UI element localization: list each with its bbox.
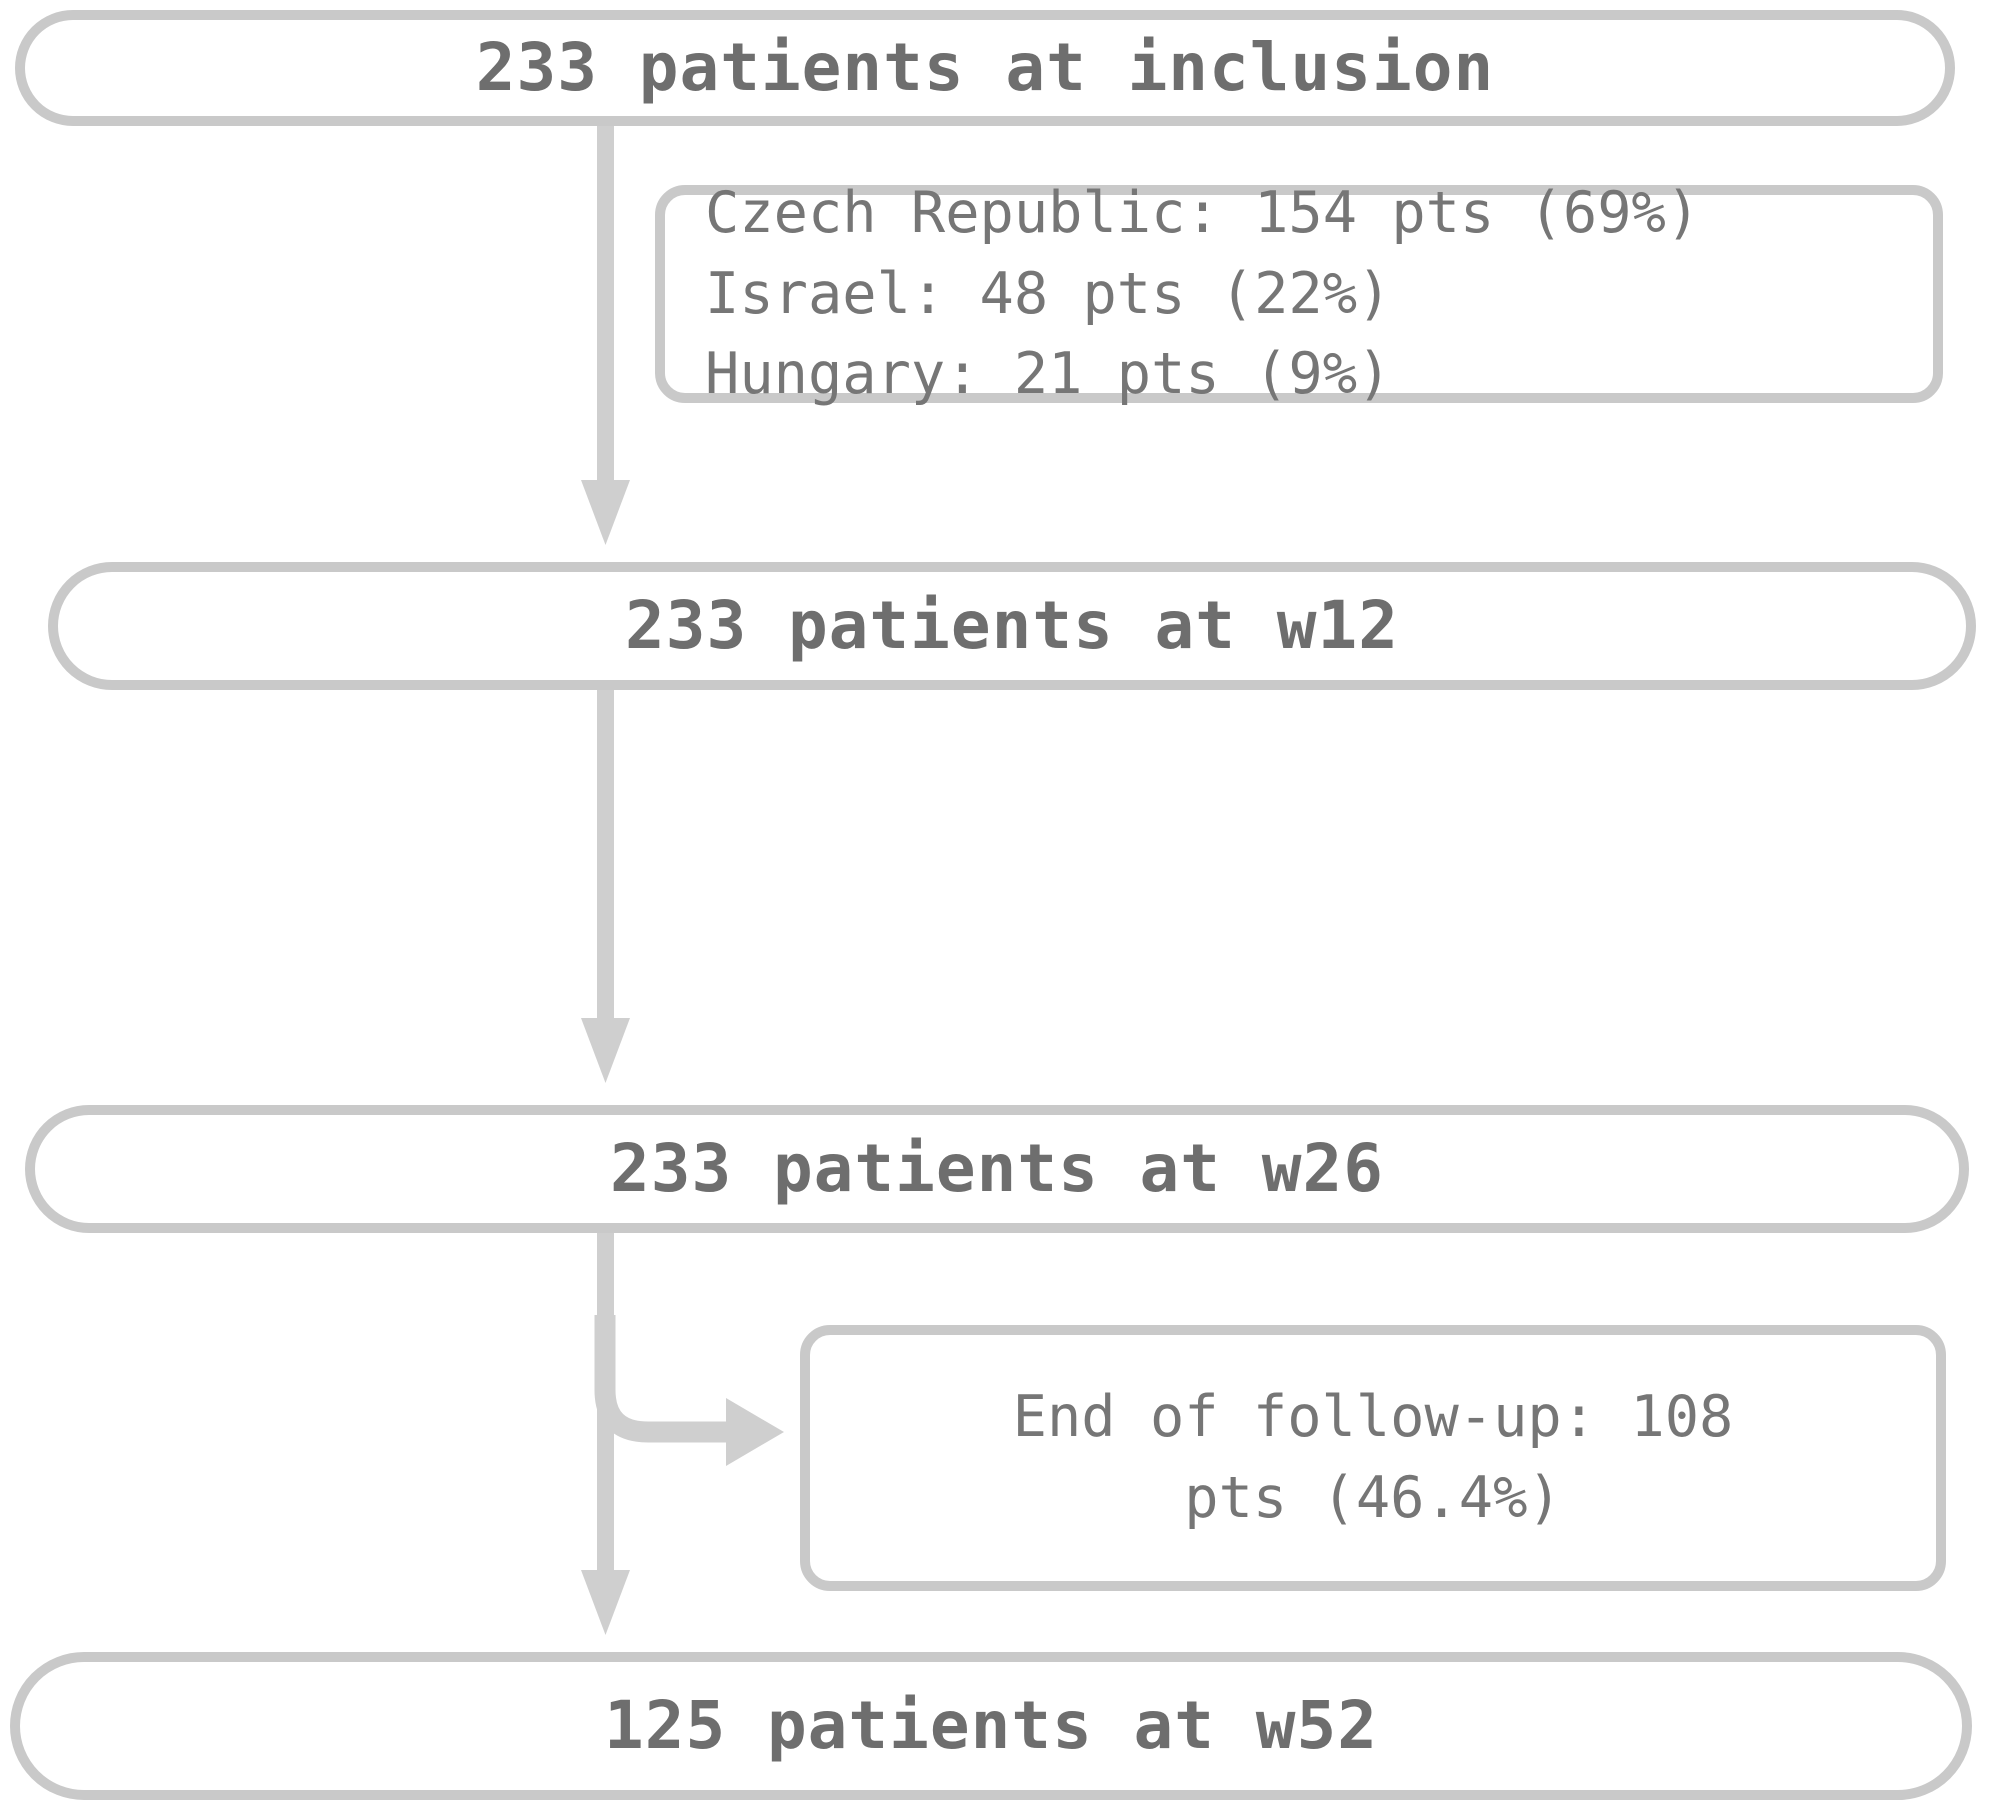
node-inclusion[interactable]: 233 patients at inclusion	[15, 10, 1955, 126]
node-w52[interactable]: 125 patients at w52	[10, 1652, 1972, 1800]
node-w26-label: 233 patients at w26	[610, 1129, 1384, 1207]
annotation-end-of-followup-text: End of follow-up: 108 pts (46.4%)	[1012, 1384, 1734, 1531]
arrow-w26-to-w52	[581, 1229, 630, 1635]
node-w52-label: 125 patients at w52	[604, 1686, 1378, 1764]
annotation-box-end-of-followup[interactable]: End of follow-up: 108 pts (46.4%)	[800, 1325, 1946, 1591]
node-inclusion-label: 233 patients at inclusion	[475, 28, 1495, 106]
annotation-box-countries[interactable]: Czech Republic: 154 pts (69%) Israel: 48…	[655, 180, 1943, 407]
node-w12[interactable]: 233 patients at w12	[48, 562, 1976, 690]
annotation-countries-text: Czech Republic: 154 pts (69%) Israel: 48…	[705, 179, 1701, 408]
node-w26[interactable]: 233 patients at w26	[25, 1105, 1969, 1233]
arrow-w12-to-w26	[581, 686, 630, 1083]
arrow-w26-to-end-of-followup	[594, 1315, 784, 1466]
node-w12-label: 233 patients at w12	[625, 586, 1399, 664]
arrow-inclusion-to-w12	[581, 122, 630, 545]
